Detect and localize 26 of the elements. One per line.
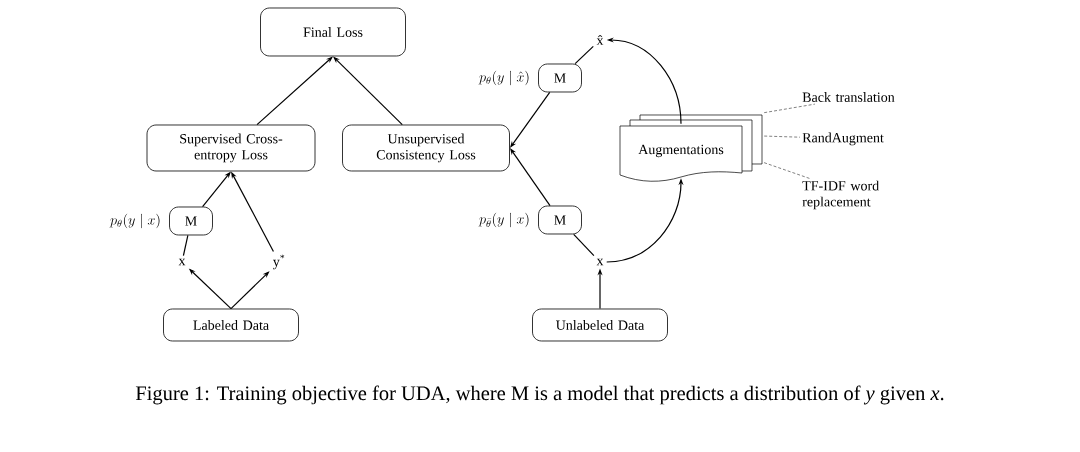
model-box: M xyxy=(538,63,582,93)
leader-line xyxy=(763,103,816,113)
formula-label: $p_\theta(y \mid x)$ xyxy=(109,213,160,229)
model-box: M xyxy=(538,205,582,235)
variable-label: y$^{*}$ xyxy=(273,254,285,270)
data-box: Unlabeled Data xyxy=(532,308,668,342)
augmentation-label: Back translation xyxy=(802,92,895,102)
connector-line xyxy=(182,234,189,257)
variable-label: x xyxy=(596,258,604,266)
augmentation-label: TF-IDF word replacement xyxy=(802,180,879,210)
formula-label: $p_\theta(y \mid \hat{x})$ xyxy=(478,70,529,86)
leader-line xyxy=(763,162,810,179)
loss-box: Final Loss xyxy=(260,7,406,57)
document-stack: Augmentations xyxy=(619,114,763,182)
caption: Figure 1: Training objective for UDA, where M is a model that predicts a distribution of y given x. xyxy=(135,385,944,405)
loss-box: Supervised Cross-entropy Loss xyxy=(146,124,316,172)
formula-label: $p_{\bar{\theta}}(y \mid x)$ xyxy=(478,212,529,228)
loss-box: Unsupervised Consistency Loss xyxy=(342,124,510,172)
variable-label: x̂ xyxy=(596,35,604,45)
variable-label: x xyxy=(178,258,186,266)
model-box: M xyxy=(169,206,213,236)
connector-line xyxy=(574,45,594,65)
leader-line xyxy=(763,135,801,138)
data-box: Labeled Data xyxy=(163,308,299,342)
connector-line xyxy=(573,233,595,257)
augmentation-label: RandAugment xyxy=(802,132,884,146)
